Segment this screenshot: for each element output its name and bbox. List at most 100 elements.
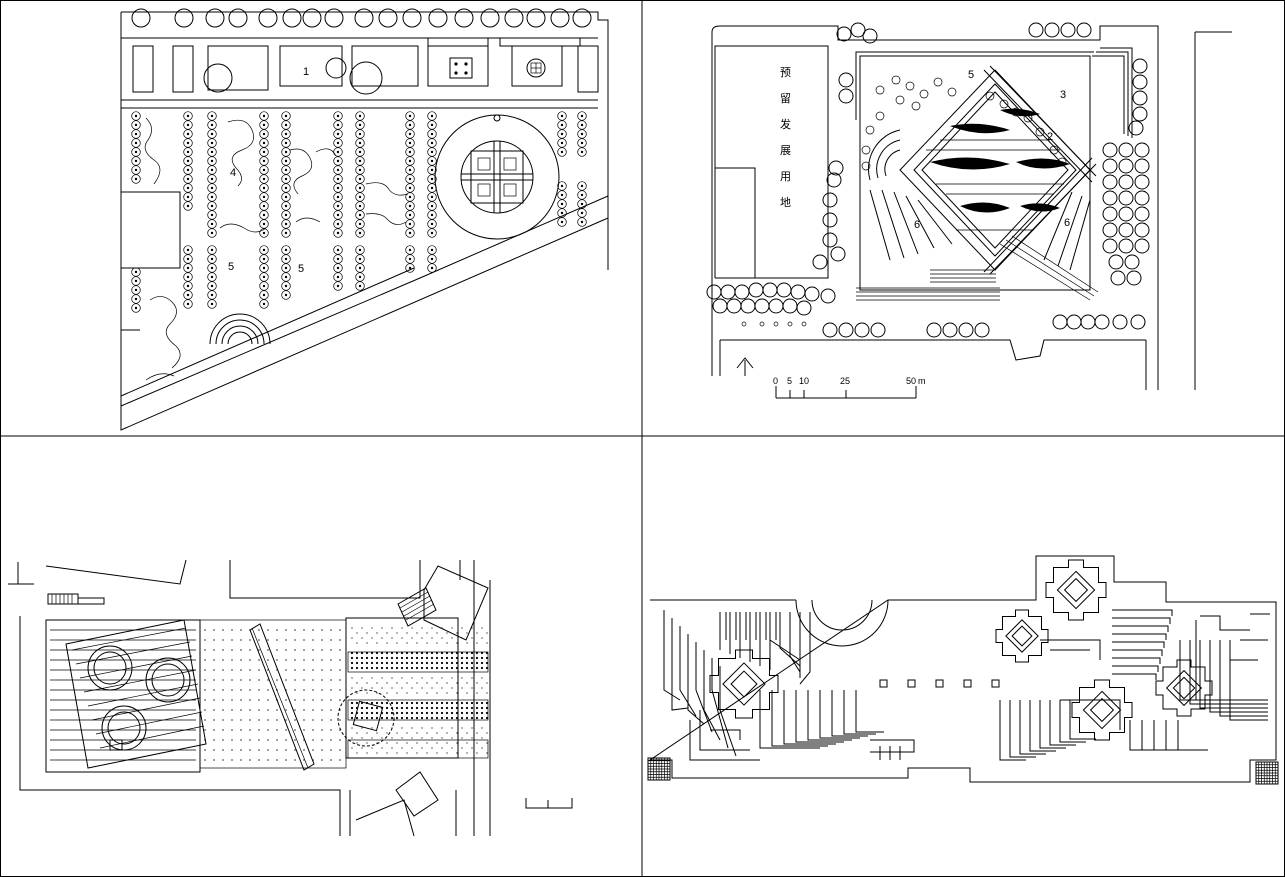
plan1-amphitheatre: [209, 313, 271, 345]
plan2-text-char: 发: [780, 117, 791, 131]
tree-symbol-icon: [207, 201, 217, 211]
tree-symbol-icon: [1094, 314, 1110, 330]
tree-symbol-icon: [1134, 158, 1150, 174]
plan2-reserved-land-block: [714, 45, 829, 279]
tree-symbol-icon: [958, 322, 974, 338]
plan4-grid-square: [1255, 761, 1279, 785]
tree-symbol-icon: [228, 8, 248, 28]
tree-symbol-icon: [1118, 222, 1134, 238]
tree-symbol-icon: [355, 263, 365, 273]
tree-symbol-icon: [1102, 190, 1118, 206]
tree-symbol-icon: [355, 219, 365, 229]
tree-symbol-icon: [131, 8, 151, 28]
tree-symbol-icon: [205, 8, 225, 28]
tree-symbol-icon: [1134, 238, 1150, 254]
tree-symbol-icon: [1134, 222, 1150, 238]
tree-symbol-icon: [207, 183, 217, 193]
plan1-fountain: [526, 58, 546, 78]
tree-symbol-icon: [1134, 174, 1150, 190]
tree-symbol-icon: [905, 81, 915, 91]
tree-symbol-icon: [355, 254, 365, 264]
tree-symbol-icon: [355, 120, 365, 130]
tree-symbol-icon: [405, 219, 415, 229]
tree-symbol-icon: [324, 8, 344, 28]
tree-symbol-icon: [333, 210, 343, 220]
tree-symbol-icon: [131, 174, 141, 184]
plan2-steps: [856, 235, 1099, 301]
tree-symbol-icon: [1118, 174, 1134, 190]
tree-symbol-icon: [281, 120, 291, 130]
site-plan-panel-4: [647, 555, 1279, 785]
tree-symbol-icon: [822, 232, 838, 248]
tree-symbol-icon: [131, 156, 141, 166]
north-arrow-icon: [736, 357, 754, 376]
tree-symbol-icon: [865, 125, 875, 135]
tree-symbol-icon: [259, 156, 269, 166]
tree-symbol-icon: [1124, 254, 1140, 270]
tree-symbol-icon: [281, 228, 291, 238]
plan2-label-6b: 6: [1064, 217, 1070, 229]
plan2-label-5: 5: [968, 69, 974, 81]
tree-symbol-icon: [281, 254, 291, 264]
tree-symbol-icon: [427, 192, 437, 202]
tree-symbol-icon: [726, 298, 742, 314]
tree-symbol-icon: [207, 156, 217, 166]
tree-symbol-icon: [333, 281, 343, 291]
tree-symbol-icon: [183, 299, 193, 309]
tree-symbol-icon: [870, 322, 886, 338]
tree-symbol-icon: [1102, 158, 1118, 174]
tree-symbol-icon: [207, 254, 217, 264]
tree-symbol-icon: [259, 281, 269, 291]
tree-symbol-icon: [405, 165, 415, 175]
tree-symbol-icon: [355, 183, 365, 193]
tree-symbol-icon: [259, 192, 269, 202]
plan2-label-6a: 6: [914, 219, 920, 231]
tree-symbol-icon: [183, 272, 193, 282]
tree-symbol-icon: [405, 147, 415, 157]
tree-symbol-icon: [427, 165, 437, 175]
tree-symbol-icon: [828, 160, 844, 176]
plan2-reserved-land-text: 预 留 发 展 用 地: [780, 66, 791, 209]
plan1-label-4: 4: [230, 167, 236, 179]
tree-symbol-icon: [790, 284, 806, 300]
plan1-top-tree-row: [131, 8, 592, 28]
plan3-dot-pattern: [350, 627, 489, 754]
plan1-building: [427, 45, 489, 87]
tree-symbol-icon: [1134, 190, 1150, 206]
tree-symbol-icon: [572, 8, 592, 28]
tree-symbol-icon: [796, 300, 812, 316]
plan2-diamond-plaza: [899, 65, 1097, 275]
tree-symbol-icon: [259, 201, 269, 211]
tree-symbol-icon: [405, 129, 415, 139]
tree-symbol-icon: [281, 165, 291, 175]
tree-symbol-icon: [1035, 127, 1045, 137]
tree-symbol-icon: [183, 245, 193, 255]
tree-symbol-icon: [355, 174, 365, 184]
tree-symbol-icon: [577, 138, 587, 148]
tree-symbol-icon: [355, 245, 365, 255]
plan1-building: [351, 45, 419, 87]
tree-symbol-icon: [782, 298, 798, 314]
tree-symbol-icon: [427, 210, 437, 220]
plan2-trees: [706, 22, 1150, 338]
tree-symbol-icon: [207, 147, 217, 157]
tree-symbol-icon: [259, 120, 269, 130]
tree-symbol-icon: [838, 88, 854, 104]
scale-bar-icon: 0 5 10 25 50 m: [773, 376, 926, 399]
tree-symbol-icon: [454, 8, 474, 28]
plan2-text-char: 展: [780, 144, 791, 157]
plan3-circular-seating: [65, 619, 207, 769]
tree-symbol-icon: [577, 129, 587, 139]
tree-symbol-icon: [427, 111, 437, 121]
plan4-diamond-motif: [1155, 659, 1213, 717]
tree-symbol-icon: [207, 138, 217, 148]
tree-symbol-icon: [281, 129, 291, 139]
site-plan-panel-1: 1 4 5 5: [120, 8, 609, 431]
tree-symbol-icon: [427, 263, 437, 273]
tree-symbol-icon: [333, 245, 343, 255]
tree-symbol-icon: [1128, 120, 1144, 136]
tree-symbol-icon: [281, 281, 291, 291]
tree-symbol-icon: [131, 165, 141, 175]
tree-symbol-icon: [427, 245, 437, 255]
